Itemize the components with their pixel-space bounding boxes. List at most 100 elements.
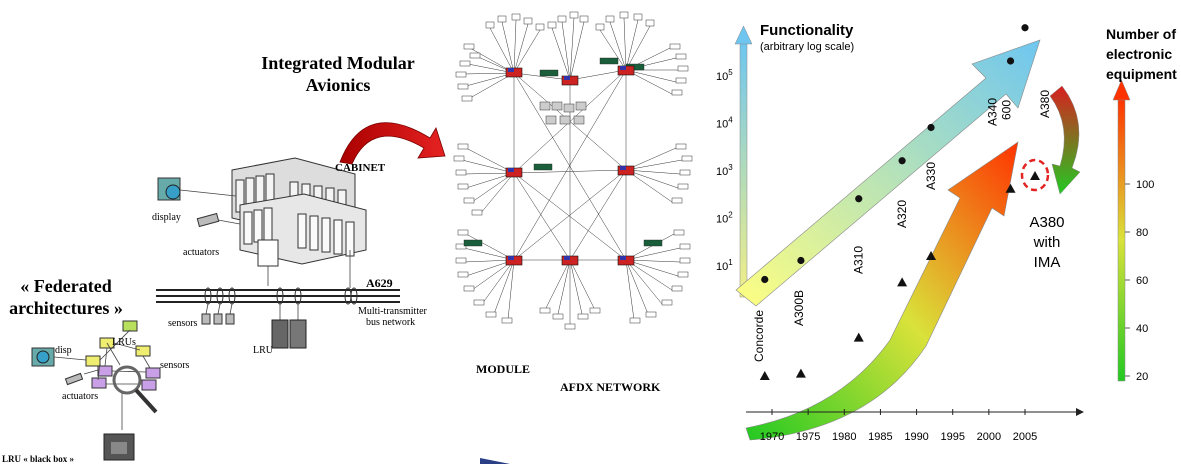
- afdx-network-label: AFDX NETWORK: [560, 380, 661, 394]
- y-tick-exponent: 4: [728, 116, 733, 125]
- aircraft-label: A300B: [792, 290, 806, 326]
- aircraft-label: 600: [1000, 100, 1014, 120]
- y-tick-exponent: 2: [728, 211, 733, 220]
- functionality-points: [761, 24, 1029, 284]
- cabinet-label: CABINET: [335, 162, 386, 174]
- actuators-label: actuators: [62, 391, 99, 402]
- x-tick-label: 1975: [796, 431, 820, 443]
- blue-arrow-fragment: [480, 458, 510, 464]
- functionality-point: [898, 157, 906, 165]
- y-tick-label: 102: [716, 211, 733, 226]
- ima-title: Integrated Modular Avionics: [258, 52, 418, 96]
- functionality-point: [855, 195, 863, 203]
- actuator-icon: [64, 372, 84, 386]
- leaf-nodes: [453, 11, 693, 330]
- a380-ima-note-line2: with: [1033, 234, 1061, 251]
- cabinet-icon: [231, 157, 367, 267]
- lru-box: [97, 365, 113, 377]
- right-tick-label: 60: [1136, 275, 1148, 287]
- a380-ima-note-line3: IMA: [1033, 254, 1061, 271]
- a380-ima-note: A380 with IMA: [1024, 213, 1070, 273]
- right-tick-label: 20: [1136, 371, 1148, 383]
- equipment-point: [1005, 183, 1016, 193]
- equipment-title-line1: Number of: [1106, 26, 1176, 42]
- lru-label-ima: LRU: [253, 345, 273, 356]
- equipment-point: [1030, 171, 1040, 180]
- right-tick-label: 80: [1136, 227, 1148, 239]
- equipment-point: [926, 251, 937, 260]
- sensors-label: sensors: [160, 360, 190, 371]
- x-tick-label: 1970: [760, 431, 784, 443]
- x-axis: [746, 408, 1084, 416]
- functionality-point: [761, 275, 769, 284]
- equipment-point: [759, 371, 770, 380]
- display-icon: [31, 347, 55, 367]
- network-links: [461, 17, 683, 326]
- functionality-point: [797, 256, 805, 265]
- aircraft-label: A380: [1038, 90, 1052, 118]
- bus-label: Multi-transmitter bus network: [358, 306, 427, 328]
- aircraft-label: A320: [895, 200, 909, 228]
- magnifier-icon: [112, 365, 158, 414]
- aircraft-label: A310: [852, 246, 866, 274]
- lru-box: [141, 379, 157, 391]
- equipment-points: [759, 171, 1040, 380]
- functionality-trend-arrow: [735, 39, 1041, 307]
- equipment-trend-arrow: [745, 141, 1019, 441]
- actuators-label-ima: actuators: [183, 247, 220, 258]
- y-tick-label: 105: [716, 68, 733, 83]
- a380-ima-highlight: [1020, 158, 1050, 192]
- right-tick-label: 40: [1136, 323, 1148, 335]
- bus-label-line1: Multi-transmitter: [358, 306, 427, 317]
- functionality-point: [1006, 57, 1015, 65]
- federated-diagram: [31, 320, 161, 461]
- module-label: MODULE: [476, 362, 530, 376]
- bus-label-line2: bus network: [366, 317, 416, 328]
- display-label: display: [152, 212, 181, 223]
- sensor-icon: [201, 313, 235, 325]
- red-curved-arrow: [339, 122, 446, 165]
- x-tick-label: 1995: [940, 431, 964, 443]
- functionality-point: [927, 123, 935, 132]
- lru-icon: [271, 319, 307, 349]
- ima-title-line2: Avionics: [305, 75, 371, 95]
- federated-title-line1: « Federated: [20, 276, 112, 296]
- display-icon: [157, 177, 181, 201]
- lrus-label: LRUs: [112, 337, 136, 348]
- equipment-point: [897, 277, 908, 287]
- green-modules: [463, 57, 663, 247]
- aircraft-label: Concorde: [752, 310, 766, 362]
- y-tick-exponent: 5: [728, 68, 733, 77]
- center-modules: [539, 101, 587, 125]
- right-tick-label: 100: [1136, 179, 1154, 191]
- afdx-switches: [505, 65, 635, 266]
- x-tick-label: 1985: [868, 431, 892, 443]
- x-tick-label: 1990: [904, 431, 928, 443]
- x-tick-label: 2005: [1013, 431, 1037, 443]
- equipment-title-line3: equipment: [1106, 66, 1177, 82]
- a380-ima-note-line1: A380: [1029, 214, 1065, 231]
- ima-title-line1: Integrated Modular: [261, 53, 415, 73]
- federated-title-line2: architectures »: [9, 298, 123, 318]
- lru-box: [145, 367, 161, 379]
- disp-label: disp: [55, 345, 72, 356]
- equipment-title: Number of electronic equipment: [1106, 24, 1177, 84]
- x-tick-label: 1980: [832, 431, 856, 443]
- functionality-point: [1021, 24, 1029, 32]
- federated-title: « Federated architectures »: [5, 275, 127, 319]
- lru-box: [85, 355, 101, 367]
- bus-lines: [156, 289, 400, 303]
- lru-box: [122, 320, 138, 332]
- aircraft-label: A340: [986, 98, 1000, 126]
- equipment-title-line2: electronic: [1106, 46, 1173, 62]
- functionality-axis-arrow: [734, 25, 753, 298]
- aircraft-label: A330: [924, 162, 938, 190]
- y-tick-label: 104: [716, 116, 733, 131]
- functionality-subtitle: (arbitrary log scale): [760, 41, 855, 53]
- y-tick-label: 103: [716, 163, 733, 178]
- lru-box: [91, 377, 107, 389]
- black-box-icon: [103, 433, 135, 461]
